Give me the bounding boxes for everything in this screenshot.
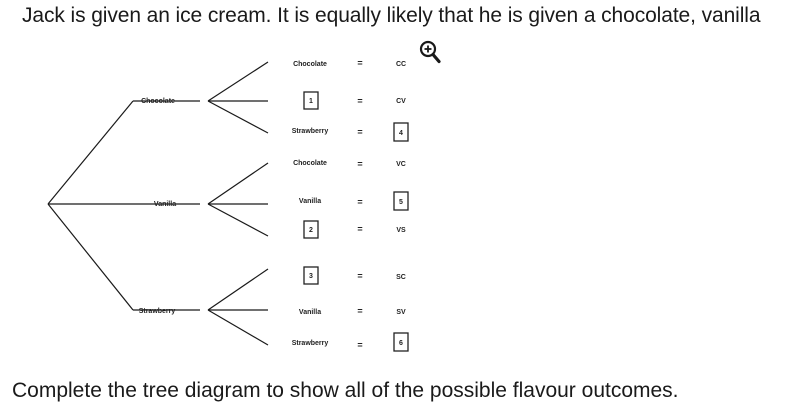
equals-sign: =	[357, 159, 362, 169]
svg-text:5: 5	[399, 199, 403, 206]
equals-sign: =	[357, 271, 362, 281]
answer-box-1[interactable]: 1	[303, 91, 319, 110]
outcome-sv: SV	[396, 309, 406, 316]
second-label-strawberry: Strawberry	[292, 340, 329, 347]
equals-sign: =	[357, 197, 362, 207]
zoom-in-icon[interactable]	[419, 40, 441, 64]
branch-label-strawberry: Strawberry	[139, 308, 176, 315]
answer-box-3[interactable]: 3	[303, 266, 319, 285]
svg-text:6: 6	[399, 340, 403, 347]
tree-branch-lines	[47, 61, 269, 346]
second-label-chocolate: Chocolate	[293, 160, 327, 167]
outcome-cc: CC	[396, 61, 406, 68]
answer-box-4[interactable]: 4	[393, 122, 409, 142]
second-label-vanilla: Vanilla	[299, 198, 321, 205]
svg-text:1: 1	[309, 98, 313, 105]
branch-label-vanilla: Vanilla	[154, 201, 176, 208]
answer-box-6[interactable]: 6	[393, 332, 409, 352]
svg-text:2: 2	[309, 227, 313, 234]
outcome-sc: SC	[396, 274, 406, 281]
second-label-chocolate: Chocolate	[293, 61, 327, 68]
equals-sign: =	[357, 306, 362, 316]
branch-label-chocolate: Chocolate	[141, 98, 175, 105]
equals-sign: =	[357, 127, 362, 137]
instruction-text: Complete the tree diagram to show all of…	[12, 379, 679, 402]
answer-box-2[interactable]: 2	[303, 220, 319, 239]
svg-text:3: 3	[309, 273, 313, 280]
equals-sign: =	[357, 224, 362, 234]
equals-sign: =	[357, 96, 362, 106]
svg-text:4: 4	[399, 130, 403, 137]
outcome-vc: VC	[396, 161, 406, 168]
outcome-cv: CV	[396, 98, 406, 105]
second-label-vanilla: Vanilla	[299, 309, 321, 316]
equals-sign: =	[357, 340, 362, 350]
equals-sign: =	[357, 58, 362, 68]
answer-box-5[interactable]: 5	[393, 191, 409, 211]
question-heading: Jack is given an ice cream. It is equall…	[22, 4, 761, 27]
second-label-strawberry: Strawberry	[292, 128, 329, 135]
outcome-vs: VS	[396, 227, 406, 234]
